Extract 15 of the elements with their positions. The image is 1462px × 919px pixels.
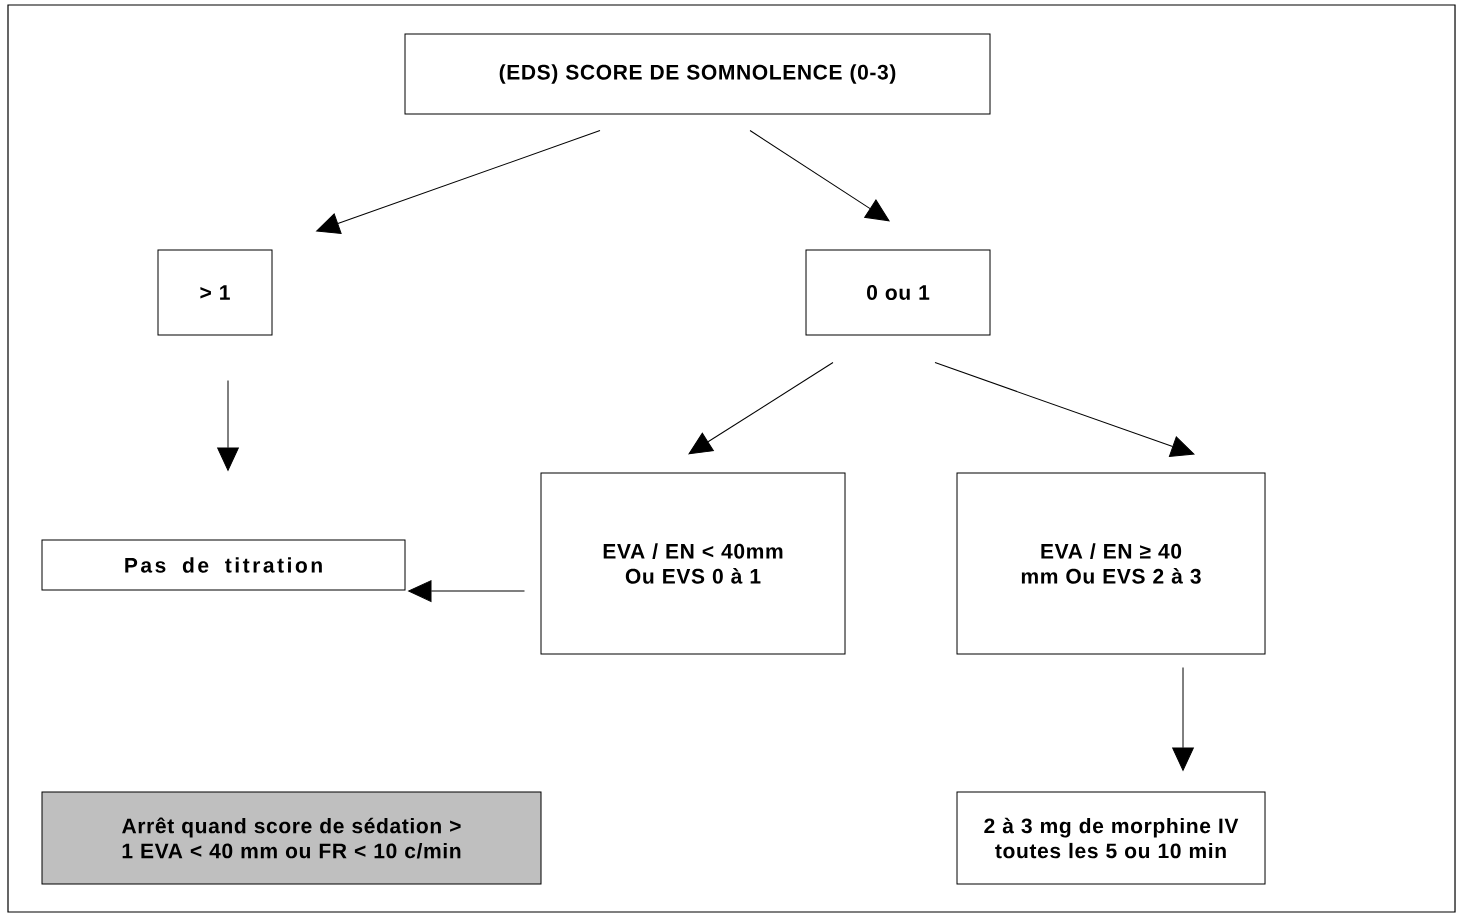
arrow [1172, 667, 1194, 771]
arrow [749, 130, 890, 222]
arrow [316, 130, 601, 234]
arrow [934, 362, 1195, 457]
arrow [408, 580, 525, 602]
process-box: > 1 [157, 249, 273, 336]
process-box: EVA / EN < 40mm Ou EVS 0 à 1 [540, 472, 846, 655]
process-box: EVA / EN ≥ 40 mm Ou EVS 2 à 3 [956, 472, 1266, 655]
process-box: Pas de titration [41, 539, 406, 591]
note-box: Arrêt quand score de sédation > 1 EVA < 40 mm ou FR < 10 c/min [41, 791, 542, 885]
arrow [217, 380, 239, 471]
process-box: 0 ou 1 [805, 249, 991, 336]
process-box: (EDS) SCORE DE SOMNOLENCE (0-3) [404, 33, 991, 115]
arrow [688, 362, 834, 455]
process-box: 2 à 3 mg de morphine IV toutes les 5 ou 10 min [956, 791, 1266, 885]
